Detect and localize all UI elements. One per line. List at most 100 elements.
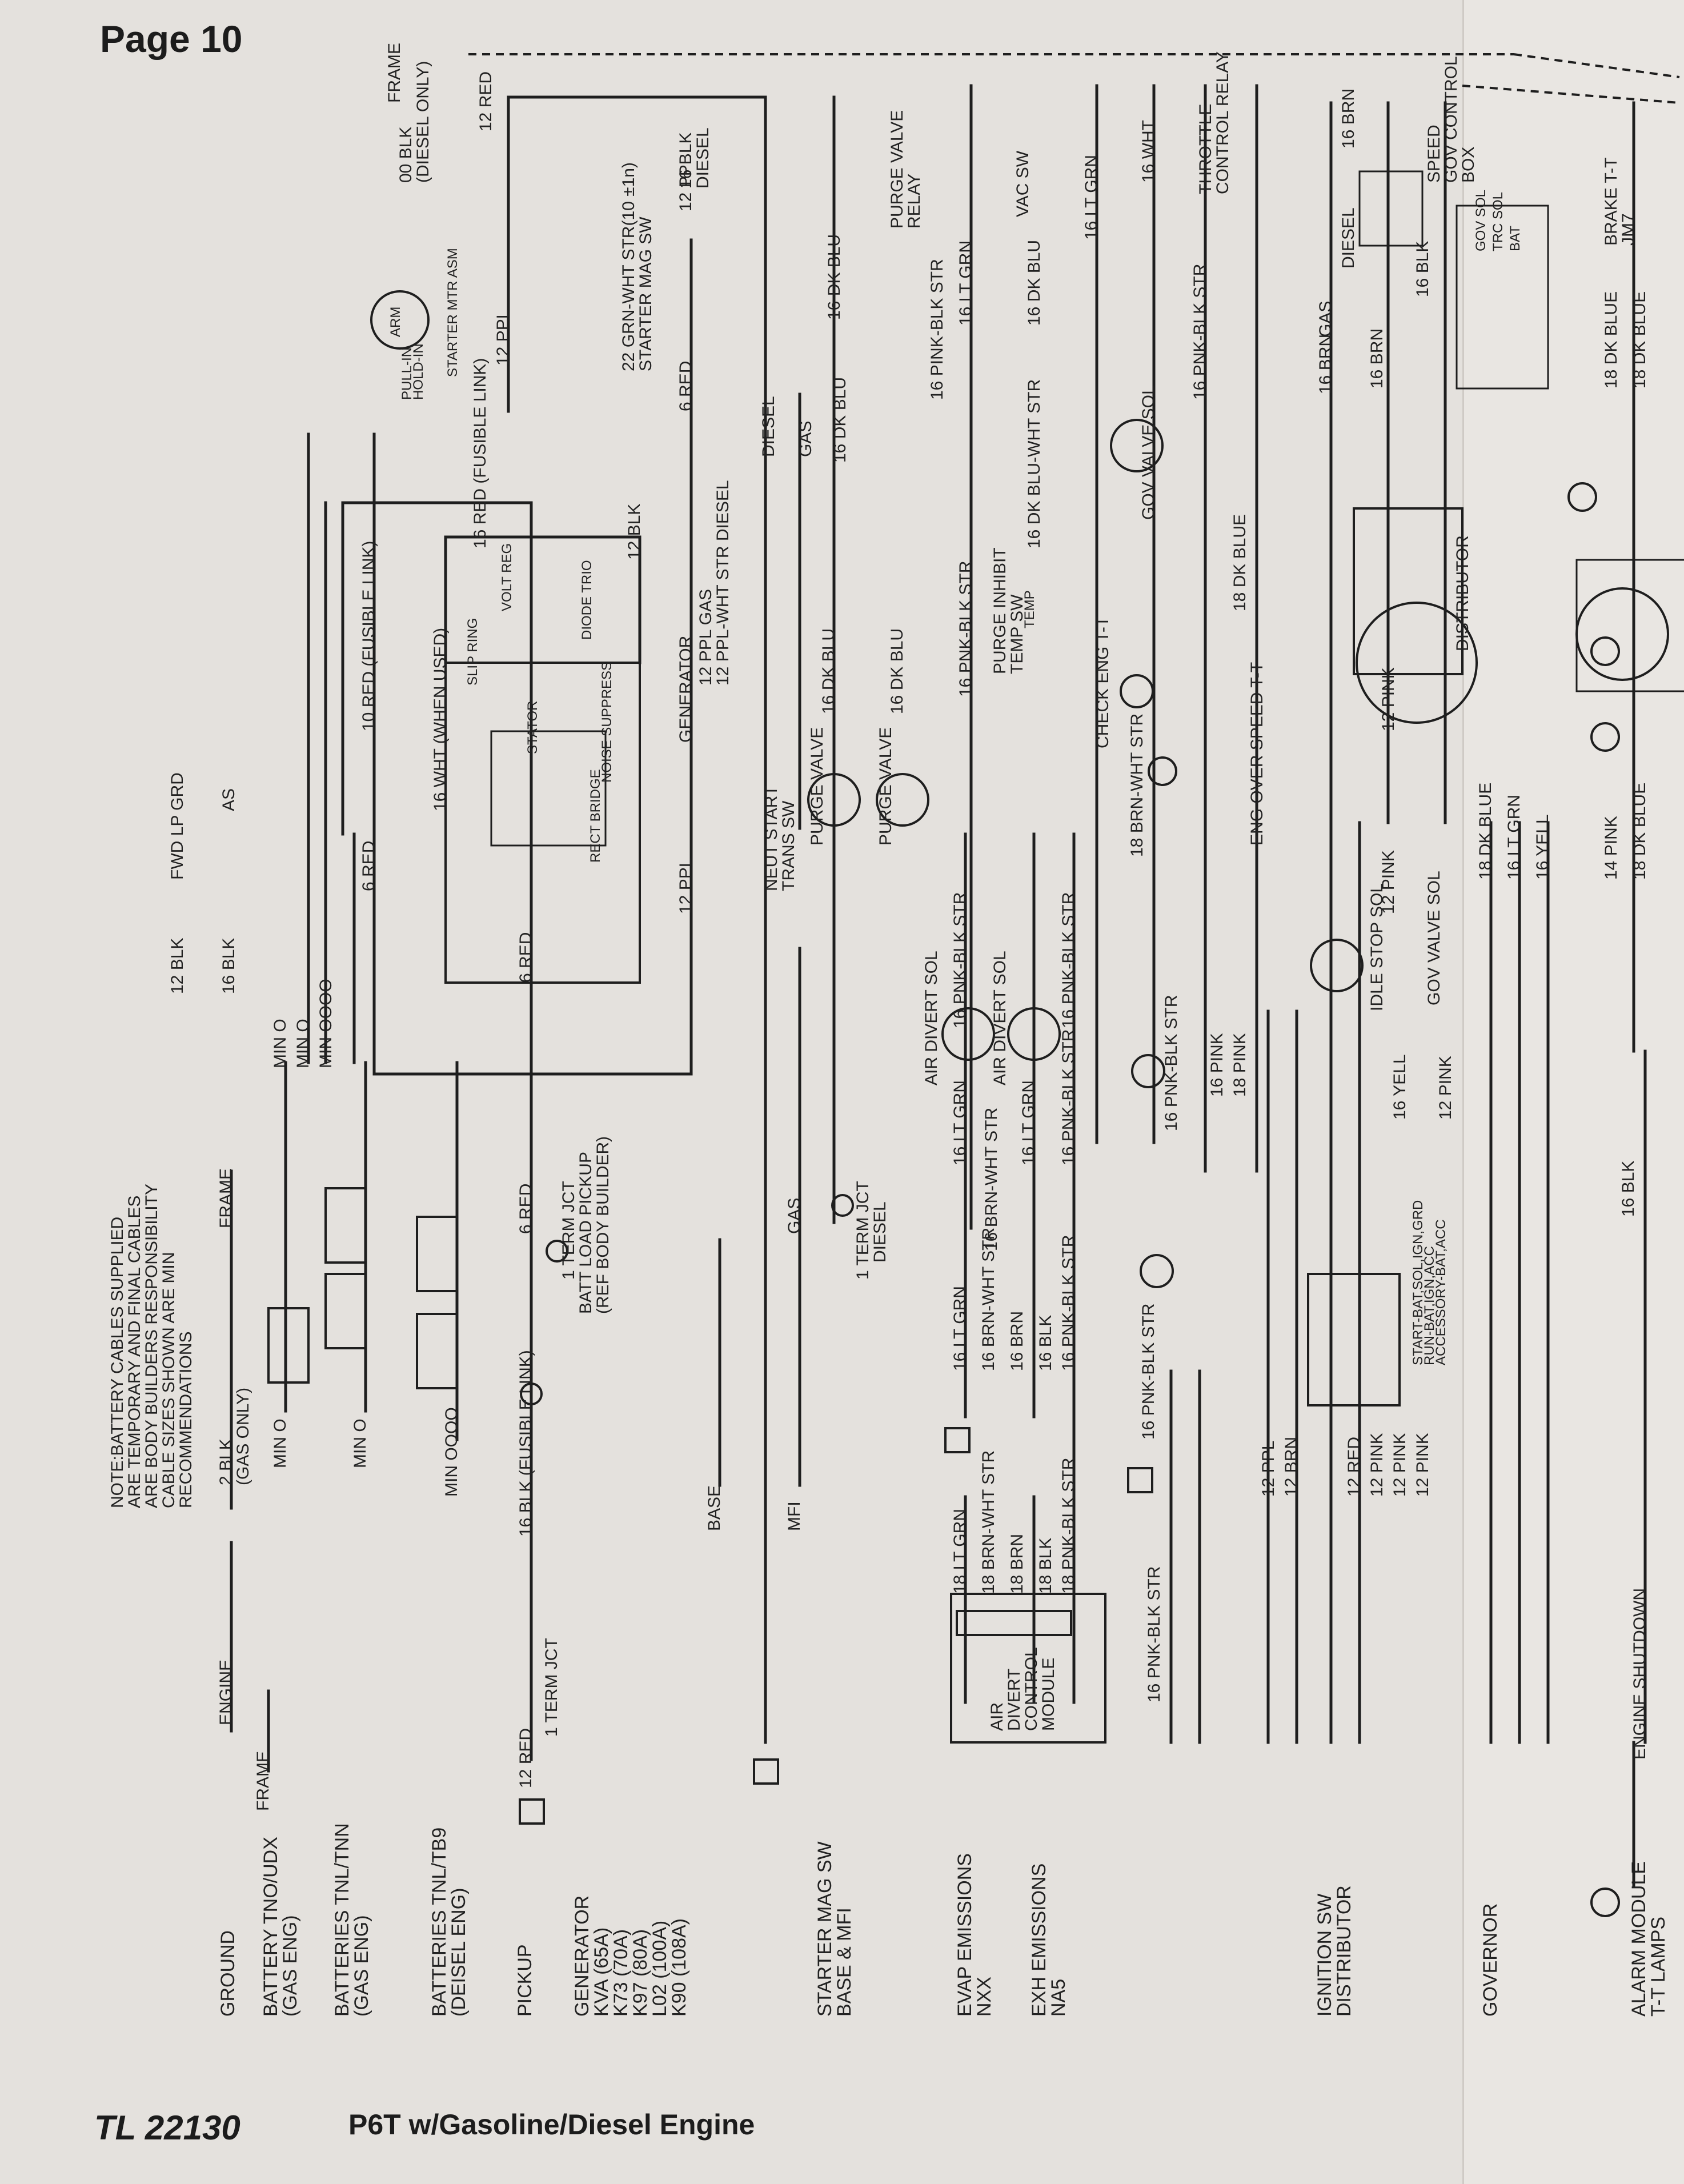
wire-label-gov-sol: GOV SOL [1473, 190, 1489, 251]
row-label-ground: GROUND [217, 1930, 239, 2017]
wire-label-ppl-wht-str: 12 PPL-WHT STR DIESEL [713, 480, 732, 686]
wire-label-frame: FRAME [254, 1751, 272, 1811]
row-label-line: GOVERNOR [1479, 1904, 1501, 2017]
document-code: TL 22130 [94, 2109, 240, 2147]
wire-label-blk-18: 18 BLK [1036, 1538, 1055, 1594]
wire-label-box: BOX [1459, 147, 1478, 183]
wire-label-acc-labels: ACCESSORY-BAT,ACC [1433, 1219, 1449, 1365]
wire-label-jm7: JM7 [1619, 213, 1638, 246]
wire-label-ppl-12e: 12 PPL [1259, 1441, 1278, 1497]
row-labels: GROUND BATTERY TNO/UDX(GAS ENG) BATTERIES … [217, 1823, 1669, 2017]
row-label-line: BATTERIES TNL/TB9 [428, 1828, 450, 2017]
wire-label-distributor: DISTRIBUTOR [1453, 535, 1472, 651]
wire-label-blk-12b: 12 BLK [625, 504, 644, 560]
wire-label-hold-in: HOLD-IN [411, 343, 426, 400]
wire-label-one-term-jct-diesel: 1 TERM JCT [853, 1181, 872, 1280]
row-label-line: (DEISEL ENG) [448, 1888, 470, 2017]
wire-label-ppl-12d: 12 PPL [676, 155, 695, 211]
wire-label-generator: GENERATOR [676, 636, 695, 743]
wire-label-pink-blk-str: 16 PINK-BLK STR [928, 259, 947, 400]
wire-label-lt-grn-16c: 16 LT GRN [951, 1080, 969, 1165]
wire-label-dk-blue-18: 18 DK BLUE [1230, 514, 1249, 611]
wire-label-pnk-blk-str-18: 18 PNK-BLK STR [1059, 1458, 1078, 1594]
wire-label-module: MODULE [1039, 1658, 1058, 1731]
wire-label-dk-blu-16: 16 DK BLU [819, 628, 838, 714]
note-line-5: RECOMMENDATIONS [177, 1332, 195, 1508]
wire-label-frame-top: FRAME [216, 1168, 235, 1228]
row-label-line: K97 (80A) [630, 1929, 651, 2017]
wire-label-brn-wht-str-18: 18 BRN-WHT STR [1128, 714, 1146, 857]
wire-label-frame-right: FRAME [385, 43, 404, 103]
wire-label-air: AIR [988, 1702, 1007, 1731]
frame-ground-run [468, 53, 1680, 104]
wire-label-base: BASE [705, 1485, 724, 1531]
wire-label-starter-mtr-asm: STARTER MTR ASM [445, 248, 460, 377]
wire-label-starter-mag-sw: STARTER MAG SW [636, 217, 655, 371]
wire-label-blk-16-diesel: 16 BLK [676, 133, 695, 189]
wire-label-dk-blue-18b: 18 DK BLUE [1602, 291, 1621, 388]
wire-label-pink-12b: 12 PINK [1379, 667, 1398, 731]
row-label-pickup: PICKUP [514, 1944, 536, 2017]
wire-label-pink-12: 12 PINK [1413, 1433, 1432, 1497]
wire-label-brn-wht-str-18b: 18 BRN-WHT STR [979, 1450, 998, 1594]
wire-label-min-o: MIN O [351, 1418, 370, 1468]
wire-label-gas: GAS [785, 1198, 804, 1234]
wire-label-vac-sw: VAC SW [1013, 150, 1032, 217]
wire-label-pnk-blk-str-16: 16 PNK-BLK STR [1139, 1304, 1158, 1440]
wire-label-purge-valve-relay: PURGE VALVE [888, 110, 907, 229]
wire-label-diesel-2: DIESEL [871, 1201, 889, 1263]
next-page-edge [1462, 0, 1684, 2184]
wire-label-air-divert-sol: AIR DIVERT SOL [922, 951, 941, 1085]
wire-label-pink-14: 14 PINK [1602, 816, 1621, 880]
wire-label-gov-valve-sol: GOV VALVE SOL [1425, 871, 1444, 1005]
wire-label-temp: TEMP [1022, 590, 1037, 628]
wire-label-red-6: 6 RED [359, 841, 378, 891]
row-label-line: NA5 [1048, 1979, 1069, 2017]
wire-label-as: AS [219, 788, 238, 811]
wire-label-check-eng: CHECK ENG T-T [1093, 616, 1112, 748]
note-line-1: NOTE:BATTERY CABLES SUPPLIED [108, 1217, 127, 1508]
wire-label-diesel-5: DIESEL [1339, 207, 1358, 269]
wire-label-ign-labels: START-BAT,SOL,IGN,GRD [1410, 1200, 1426, 1365]
wire-label-slip-ring: SLIP RING [465, 618, 480, 686]
wire-label-control-relay: CONTROL RELAY [1213, 51, 1232, 194]
wire-label-pnk-blk-str-16: 16 PNK-BLK STR [951, 892, 969, 1028]
wire-label-ppl-gas: 12 PPL GAS [696, 589, 715, 686]
wire-label-trc-sol: TRC SOL [1490, 192, 1506, 251]
wire-label-brn-18: 18 BRN [1008, 1534, 1027, 1594]
wire-label-lt-grn-16c: 16 LT GRN [951, 1286, 969, 1371]
row-label-line: T-T LAMPS [1647, 1917, 1669, 2017]
wire-label-gas-2: GAS [796, 421, 815, 457]
wire-label-brn-16b: 16 BRN [1339, 89, 1358, 149]
wire-label-brn-16: 16 BRN [1008, 1311, 1027, 1371]
wire-label-speed: SPEED [1425, 125, 1444, 183]
wire-label-pink-12b: 12 PINK [1379, 850, 1398, 914]
wire-label-red-6: 6 RED [516, 1184, 535, 1234]
wire-label-pink-12b: 12 PINK [1436, 1056, 1455, 1120]
wire-label-volt-reg: VOLT REG [499, 543, 515, 611]
wire-label-dk-blue-18b: 18 DK BLUE [1630, 291, 1649, 388]
row-label-line: BATTERIES TNL/TNN [331, 1823, 353, 2017]
wire-label-lt-grn-16c: 16 LT GRN [1019, 1080, 1038, 1165]
wire-label-pink-18: 18 PINK [1230, 1033, 1249, 1097]
wire-label-pnk-blk-str-16: 16 PNK-BLK STR [1059, 1029, 1078, 1165]
wire-label-blk-16-fusible: 16 BLK (FUSIBLE LINK) [516, 1350, 535, 1537]
wire-label-fwd-lp-grd: FWD LP GRD [168, 772, 187, 880]
row-label-line: L02 (100A) [649, 1921, 671, 2017]
wire-label-trans-sw: TRANS SW [779, 800, 798, 891]
page-number: Page 10 [100, 18, 243, 60]
wire-label-pink-12: 12 PINK [1368, 1433, 1386, 1497]
wire-label-red-12c: 12 RED [1345, 1437, 1364, 1497]
wire-label-pnk-blk-str-16: 16 PNK-BLK STR [1059, 1235, 1078, 1371]
wire-label-pink-16: 16 PINK [1208, 1033, 1226, 1097]
row-label-battery-tno: BATTERY TNO/UDX(GAS ENG) [260, 1837, 301, 2017]
row-label-line: EVAP EMISSIONS [954, 1853, 976, 2017]
wire-label-blk-16b: 16 BLK [1413, 241, 1432, 297]
wire-label-rect-bridge: RECT BRIDGE [588, 769, 603, 863]
